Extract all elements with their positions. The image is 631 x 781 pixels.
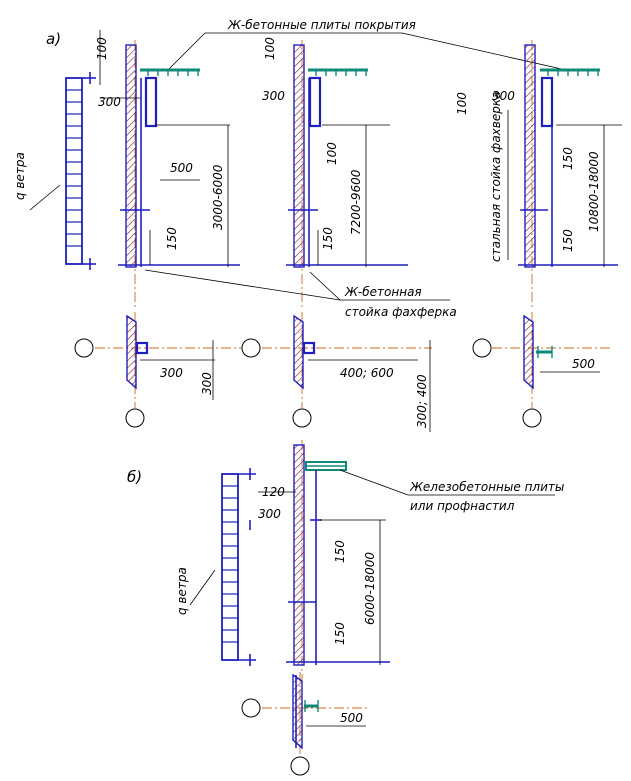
col3-gap-dim: 150 xyxy=(561,229,575,252)
wind-load-label-a: q ветра xyxy=(13,152,27,200)
plan-view-b xyxy=(241,672,370,776)
b-top-dim: 120 xyxy=(262,485,285,499)
concrete-post-note-2: стойка фахферка xyxy=(345,305,457,319)
column-1-section xyxy=(99,30,240,310)
col1-gap-dim: 150 xyxy=(165,227,179,250)
b-gap-top-dim: 150 xyxy=(333,540,347,563)
column-2-section xyxy=(286,40,408,310)
col3-gap-top-dim: 150 xyxy=(561,147,575,170)
col1-height-dim: 3000-6000 xyxy=(211,164,225,230)
wind-load-label-b: q ветра xyxy=(175,567,189,615)
b-offset-dim: 300 xyxy=(258,507,281,521)
col3-offset-dim: 300 xyxy=(492,89,515,103)
col1-plan-depth: 300 xyxy=(200,372,214,395)
plan-view-col3 xyxy=(472,312,610,428)
col1-span-dim: 500 xyxy=(170,161,193,175)
slab-note-1: Железобетонные плиты xyxy=(409,480,564,494)
col2-plan-depth: 300; 400 xyxy=(415,374,429,428)
column-b-section xyxy=(258,440,390,700)
concrete-post-note-1: Ж-бетонная xyxy=(344,285,422,299)
wind-load-diagram-b xyxy=(189,468,256,666)
concrete-post-leader xyxy=(144,269,450,301)
col3-plan-offset: 500 xyxy=(572,357,595,371)
panel-a-label: а) xyxy=(46,30,61,48)
col1-offset-dim: 300 xyxy=(98,95,121,109)
col3-height-dim: 10800-18000 xyxy=(587,151,601,232)
b-plan-offset: 500 xyxy=(340,711,363,725)
col2-gap-dim: 150 xyxy=(321,227,335,250)
b-height-dim: 6000-18000 xyxy=(363,552,377,625)
col1-plan-offset: 300 xyxy=(160,366,183,380)
plan-view-col1 xyxy=(74,312,245,428)
slab-note-2: или профнастил xyxy=(410,499,515,513)
roof-slab-note: Ж-бетонные плиты покрытия xyxy=(227,18,416,32)
b-gap-dim: 150 xyxy=(333,622,347,645)
panel-b-label: б) xyxy=(127,468,142,486)
col2-gap-top-dim: 100 xyxy=(325,142,339,165)
col2-offset-dim: 300 xyxy=(262,89,285,103)
steel-post-note: стальная стойка фахверка xyxy=(489,92,503,262)
col3-top-dim: 100 xyxy=(455,92,469,115)
roof-slab-leaders xyxy=(167,32,567,71)
col2-plan-offset: 400; 600 xyxy=(340,366,394,380)
plan-view-col2 xyxy=(241,312,432,432)
col2-height-dim: 7200-9600 xyxy=(349,169,363,235)
wind-load-diagram-a xyxy=(29,72,96,270)
slab-note-leader xyxy=(339,469,555,496)
col2-top-dim: 100 xyxy=(263,37,277,60)
column-3-section xyxy=(507,40,622,310)
col1-top-dim: 100 xyxy=(95,37,109,60)
